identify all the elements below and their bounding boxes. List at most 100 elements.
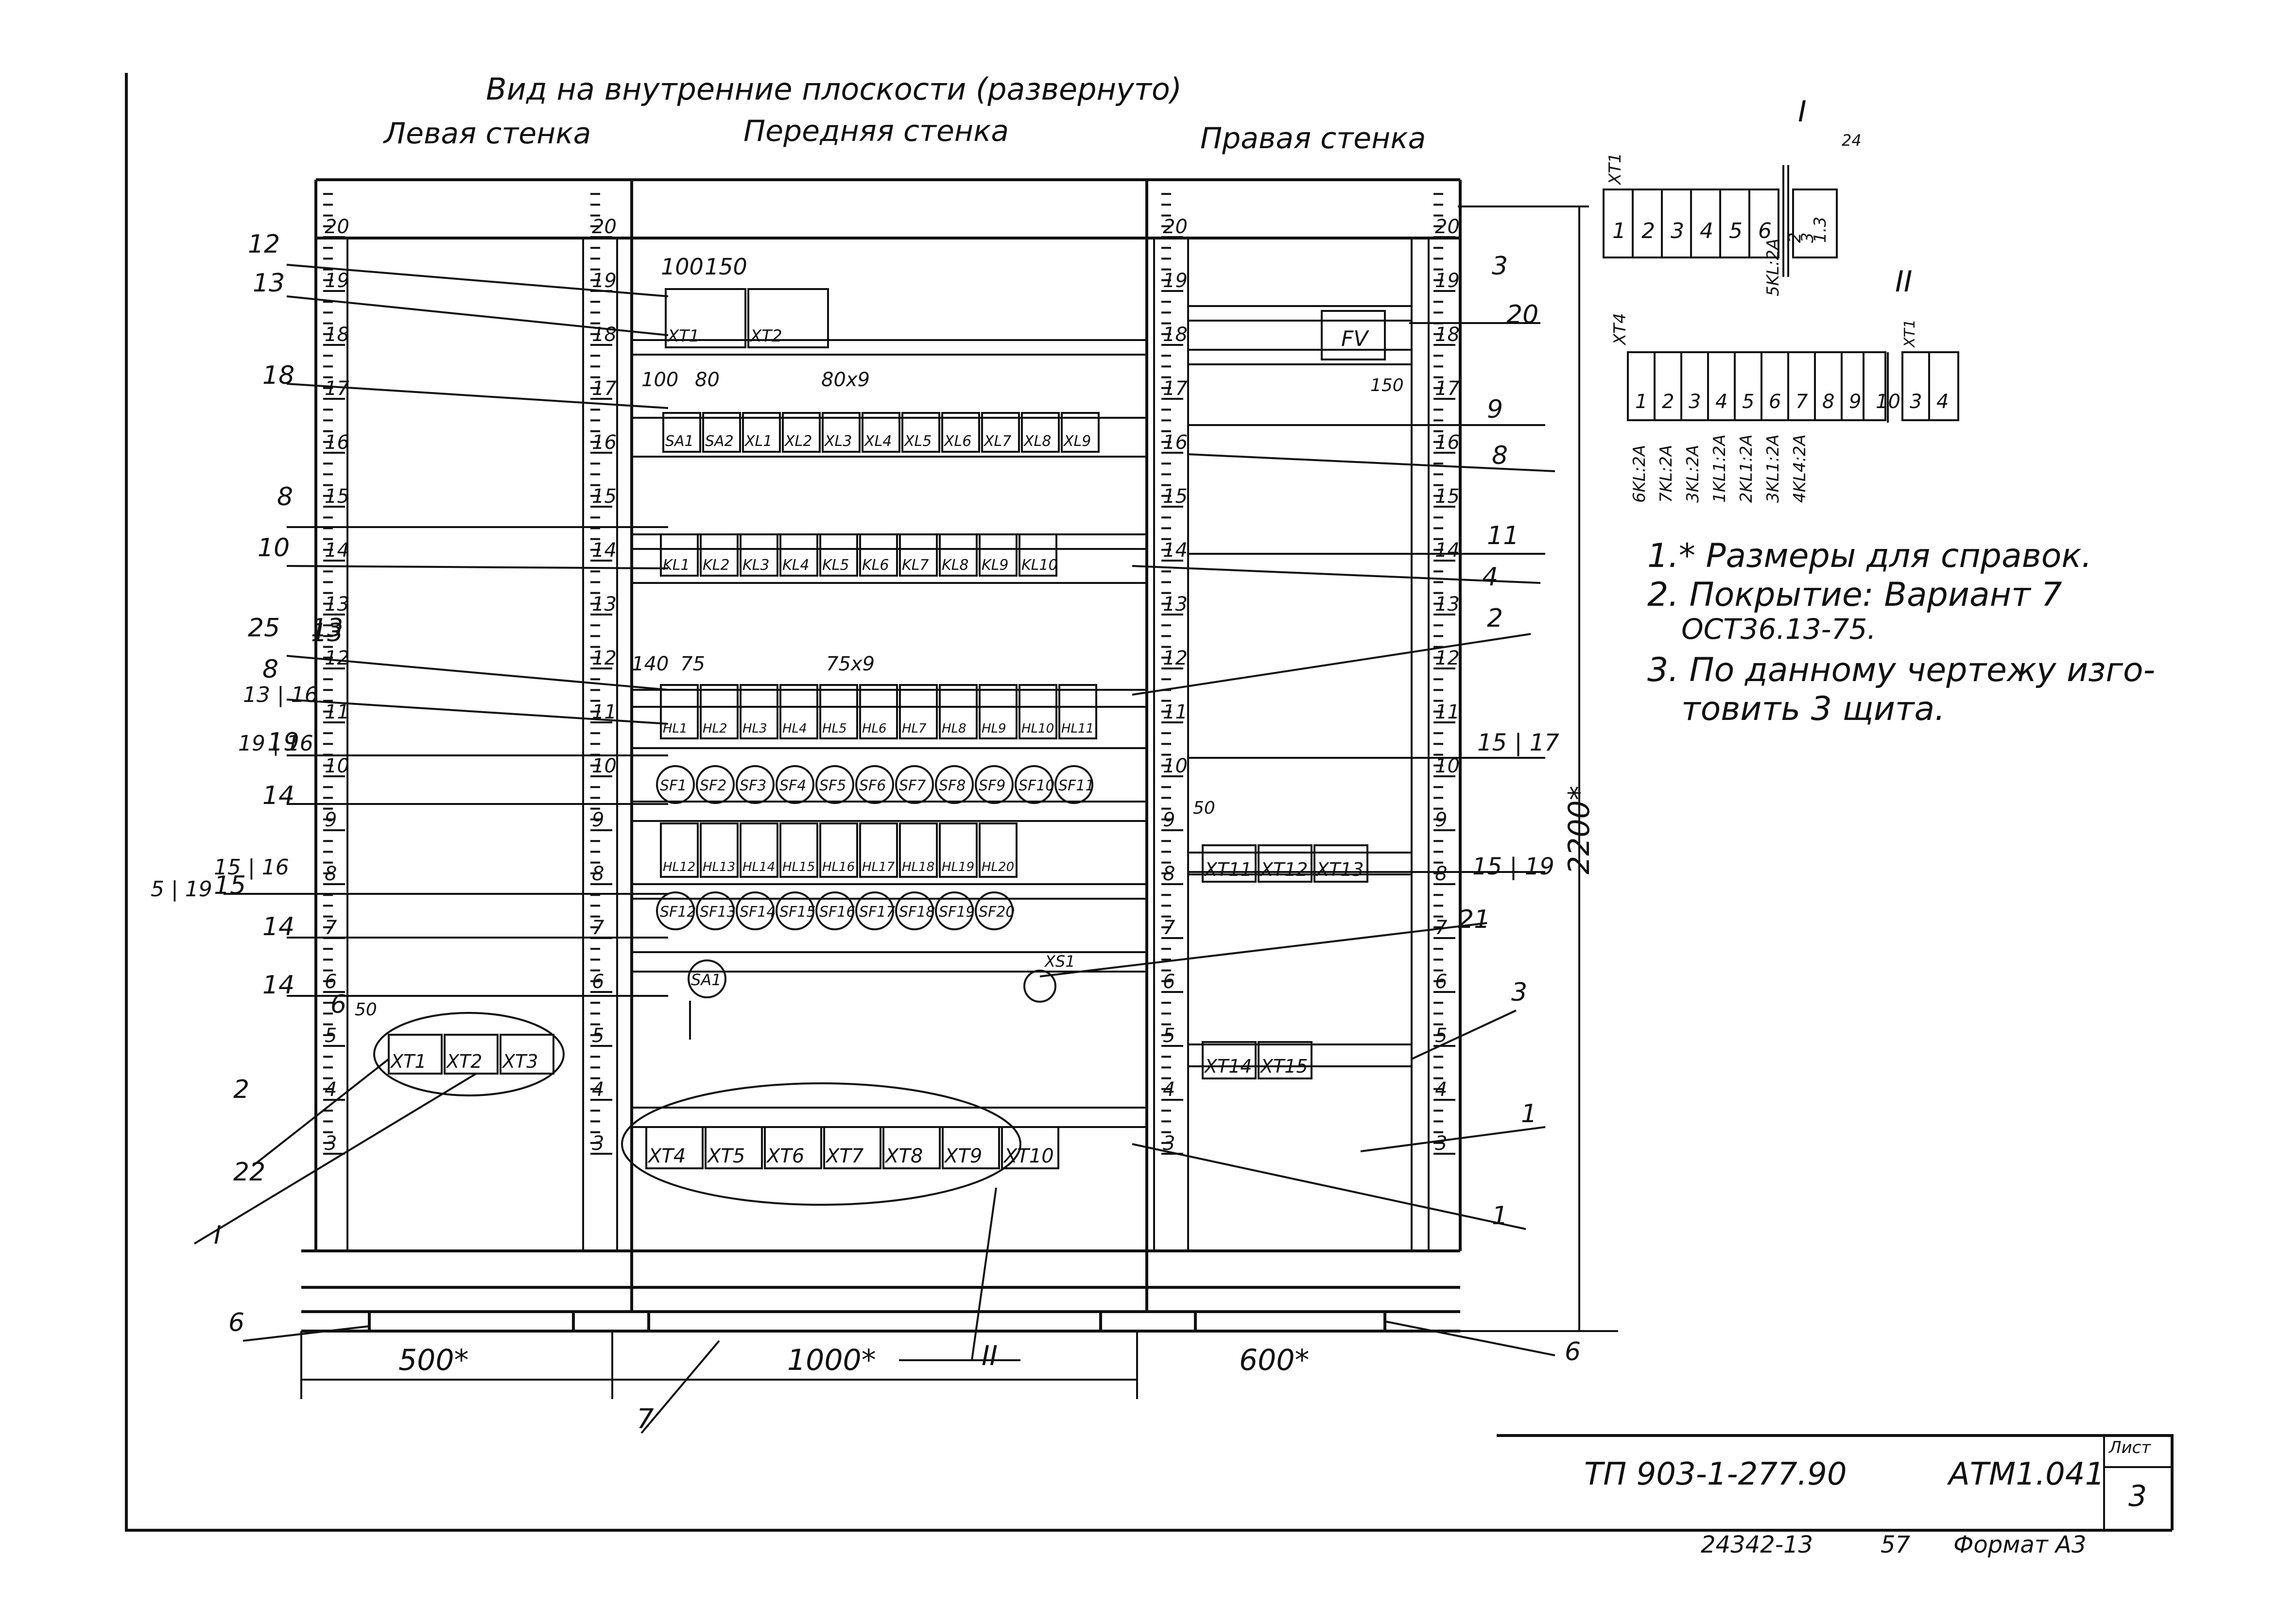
breaker-label: SF6: [859, 777, 886, 794]
scale-label: 10: [325, 755, 349, 777]
detail-II-cell: 4: [1715, 391, 1727, 413]
left-callout: 8: [262, 655, 278, 684]
component-box: [1258, 844, 1312, 883]
scale-label: 19: [1435, 270, 1460, 292]
left-pair-callout: 5 | 19: [151, 877, 212, 902]
component-box: [500, 1034, 554, 1075]
breaker-circle: [975, 765, 1014, 804]
component-label: XT1: [390, 1051, 426, 1072]
component-box: [901, 412, 940, 453]
sa-label: SA1: [691, 971, 722, 989]
component-box: [899, 533, 938, 577]
scale-label: 3: [1435, 1132, 1447, 1155]
fv-label: FV: [1341, 326, 1369, 351]
note-3: 3. По данному чертежу изго-: [1647, 651, 2156, 689]
note-1: 1.* Размеры для справок.: [1647, 537, 2092, 575]
row17-dim-3: 80x9: [821, 369, 870, 391]
component-box: [740, 533, 778, 577]
component-label: XT2: [749, 326, 782, 346]
component-box: [819, 684, 858, 739]
scale-label: 5: [1163, 1025, 1175, 1047]
right-callout: 1: [1492, 1201, 1508, 1231]
group-I-ellipse: [373, 1012, 565, 1096]
component-box: [747, 288, 829, 348]
breaker-circle: [696, 891, 735, 930]
scale-label: 19: [325, 270, 349, 292]
component-label: SA2: [705, 433, 734, 450]
scale-label: 12: [325, 647, 349, 669]
breaker-label: SF16: [819, 904, 855, 921]
component-label: XL6: [943, 433, 971, 450]
scale-label: 17: [1435, 377, 1460, 400]
total-height-dim: 2200*: [1562, 786, 1596, 874]
width-dim-front: 1000*: [787, 1343, 876, 1377]
component-box: [1058, 684, 1097, 739]
component-box: [742, 412, 781, 453]
component-label: HL4: [782, 721, 807, 736]
component-box: [1313, 844, 1368, 883]
format-label: Формат А3: [1953, 1531, 2087, 1558]
component-label: KL7: [902, 557, 929, 574]
detail-I-dim: 24: [1842, 131, 1862, 150]
top-dim-1: 100: [661, 254, 704, 280]
component-box: [740, 822, 778, 878]
scale-label: 9: [1163, 809, 1175, 831]
row12-dim-1: 140: [632, 653, 669, 675]
component-label: XL8: [1023, 433, 1051, 450]
left-callout: 25: [248, 614, 280, 643]
scale-label: 12: [1163, 647, 1188, 669]
scale-label: 5: [1435, 1025, 1447, 1047]
row12-dim-3: 75x9: [826, 653, 875, 675]
scale-label: 15: [592, 485, 617, 508]
left-pair-callout: 19 | 16: [238, 731, 313, 756]
scale-label: 13: [592, 593, 617, 615]
breaker-label: SF11: [1058, 777, 1094, 794]
component-label: KL9: [982, 557, 1008, 574]
component-box: [939, 533, 978, 577]
component-label: XT6: [766, 1145, 804, 1167]
scale-label: 14: [1163, 539, 1188, 562]
scale-label: 18: [592, 324, 617, 346]
component-box: [1021, 412, 1060, 453]
component-box: [700, 684, 739, 739]
component-box: [823, 1126, 881, 1169]
detail-II-side-group: XT1: [1901, 319, 1918, 348]
bottom-callout: 7: [637, 1403, 654, 1435]
component-box: [942, 1126, 1000, 1169]
detail-I-bottom: 5KL:2A: [1763, 239, 1783, 296]
component-box: [779, 684, 818, 739]
width-dim-right: 600*: [1239, 1343, 1310, 1377]
detail-II-wire: 7KL:2A: [1657, 445, 1676, 503]
scale-label: 4: [1163, 1078, 1175, 1101]
component-label: XL1: [744, 433, 772, 450]
scale-label: 4: [592, 1078, 604, 1101]
scale-label: 7: [325, 917, 337, 939]
detail-I-cell: 4: [1700, 219, 1713, 243]
drawing-title: Вид на внутренние плоскости (развернуто): [486, 71, 1182, 107]
left-callout-13: 13: [311, 618, 343, 648]
breaker-label: SF15: [779, 904, 815, 921]
breaker-label: SF19: [939, 904, 975, 921]
project-code: ТП 903-1-277.90: [1584, 1456, 1847, 1492]
component-label: HL18: [902, 860, 934, 874]
breaker-circle: [656, 765, 695, 804]
component-box: [859, 684, 898, 739]
component-label: HL15: [782, 860, 815, 874]
breaker-circle: [895, 891, 934, 930]
component-box: [700, 822, 739, 878]
scale-label: 15: [1435, 485, 1460, 508]
component-label: XL4: [863, 433, 892, 450]
row12-dim-2: 75: [680, 653, 705, 675]
component-label: HL11: [1061, 721, 1094, 736]
breaker-circle: [975, 891, 1014, 930]
component-label: KL10: [1021, 557, 1058, 574]
right-wall-label: Правая стенка: [1200, 121, 1426, 155]
fv-box: [1321, 310, 1386, 360]
detail-I-side: 2: [1785, 232, 1805, 243]
detail-II-group: XT4: [1610, 313, 1630, 346]
sheet-header: Лист: [2109, 1438, 2151, 1457]
component-label: XL9: [1063, 433, 1091, 450]
right-dim: 150: [1370, 376, 1404, 395]
component-box: [899, 822, 938, 878]
breaker-label: SF17: [859, 904, 895, 921]
